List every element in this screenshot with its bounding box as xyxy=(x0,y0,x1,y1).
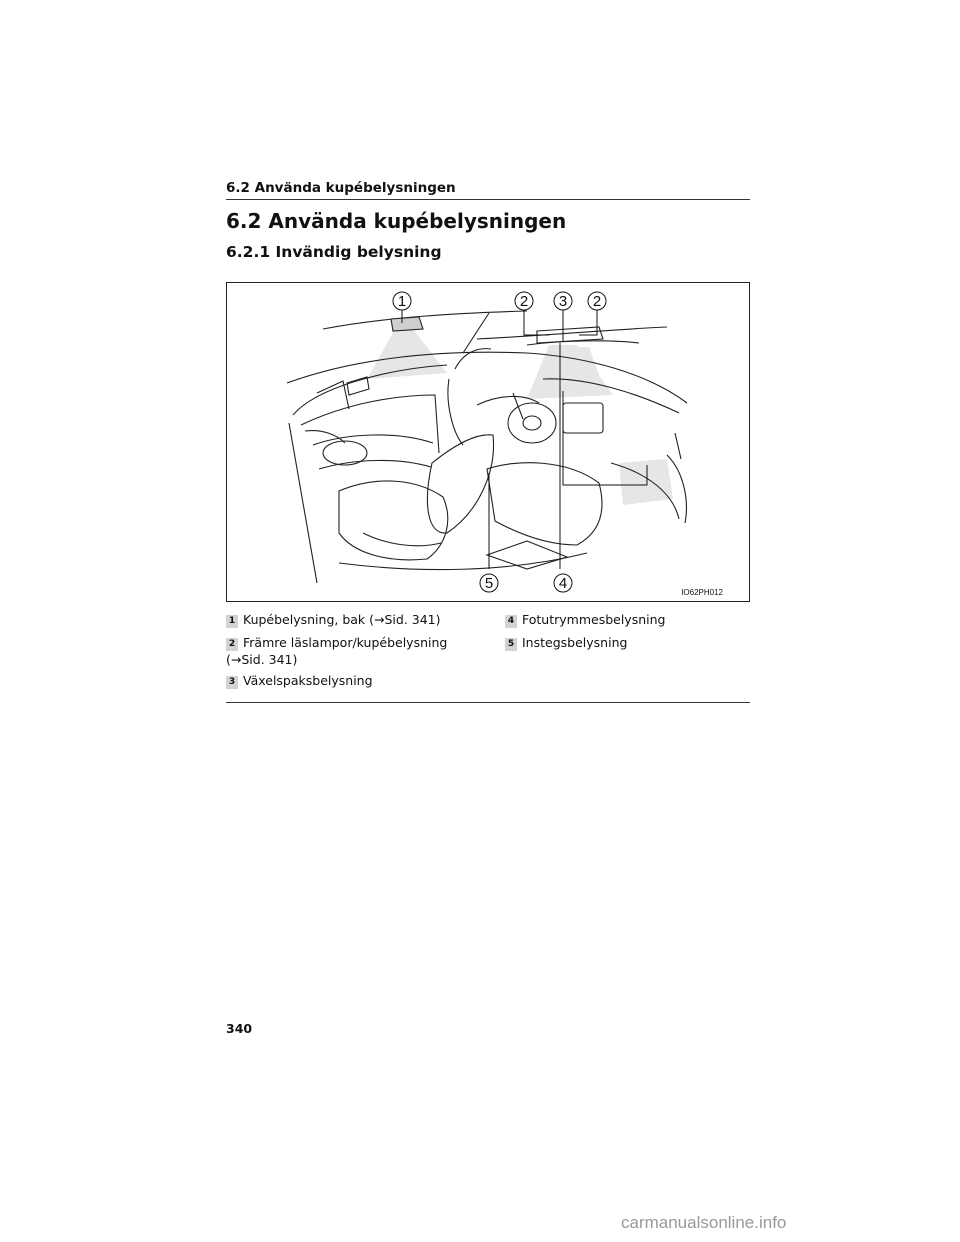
legend-item-4: 4 Fotutrymmesbelysning xyxy=(505,611,750,628)
subsection-title: 6.2.1 Invändig belysning xyxy=(226,243,442,261)
legend-item-1: 1 Kupébelysning, bak (→Sid. 341) xyxy=(226,611,476,628)
legend-item-3: 3 Växelspaksbelysning xyxy=(226,672,476,689)
section-end-divider xyxy=(226,702,750,703)
legend-text-4: Fotutrymmesbelysning xyxy=(522,612,666,627)
header-divider xyxy=(226,199,750,200)
legend-text-5: Instegsbelysning xyxy=(522,635,628,650)
legend-num-3: 3 xyxy=(226,676,238,689)
legend-num-4: 4 xyxy=(505,615,517,628)
callout-2b: 2 xyxy=(593,293,601,310)
callout-4: 4 xyxy=(559,575,567,592)
legend-num-1: 1 xyxy=(226,615,238,628)
callout-1: 1 xyxy=(398,293,406,310)
callout-3: 3 xyxy=(559,293,567,310)
callout-2a: 2 xyxy=(520,293,528,310)
legend-text-1: Kupébelysning, bak (→Sid. 341) xyxy=(243,612,441,627)
legend-num-2: 2 xyxy=(226,638,238,651)
legend-text-2: Främre läslampor/kupébelysning (→Sid. 34… xyxy=(226,635,448,667)
legend-num-5: 5 xyxy=(505,638,517,651)
legend-text-3: Växelspaksbelysning xyxy=(243,673,373,688)
figure-code: IO62PH012 xyxy=(681,588,723,597)
legend-item-5: 5 Instegsbelysning xyxy=(505,634,750,651)
section-title: 6.2 Använda kupébelysningen xyxy=(226,209,567,233)
running-header: 6.2 Använda kupébelysningen xyxy=(226,180,456,196)
callout-5: 5 xyxy=(485,575,493,592)
watermark-text: carmanualsonline.info xyxy=(621,1213,787,1232)
car-interior-illustration: 1 2 3 2 5 4 xyxy=(286,291,688,593)
interior-lighting-figure: 1 2 3 2 5 4 IO62PH012 xyxy=(226,282,750,602)
page-number: 340 xyxy=(226,1021,253,1036)
